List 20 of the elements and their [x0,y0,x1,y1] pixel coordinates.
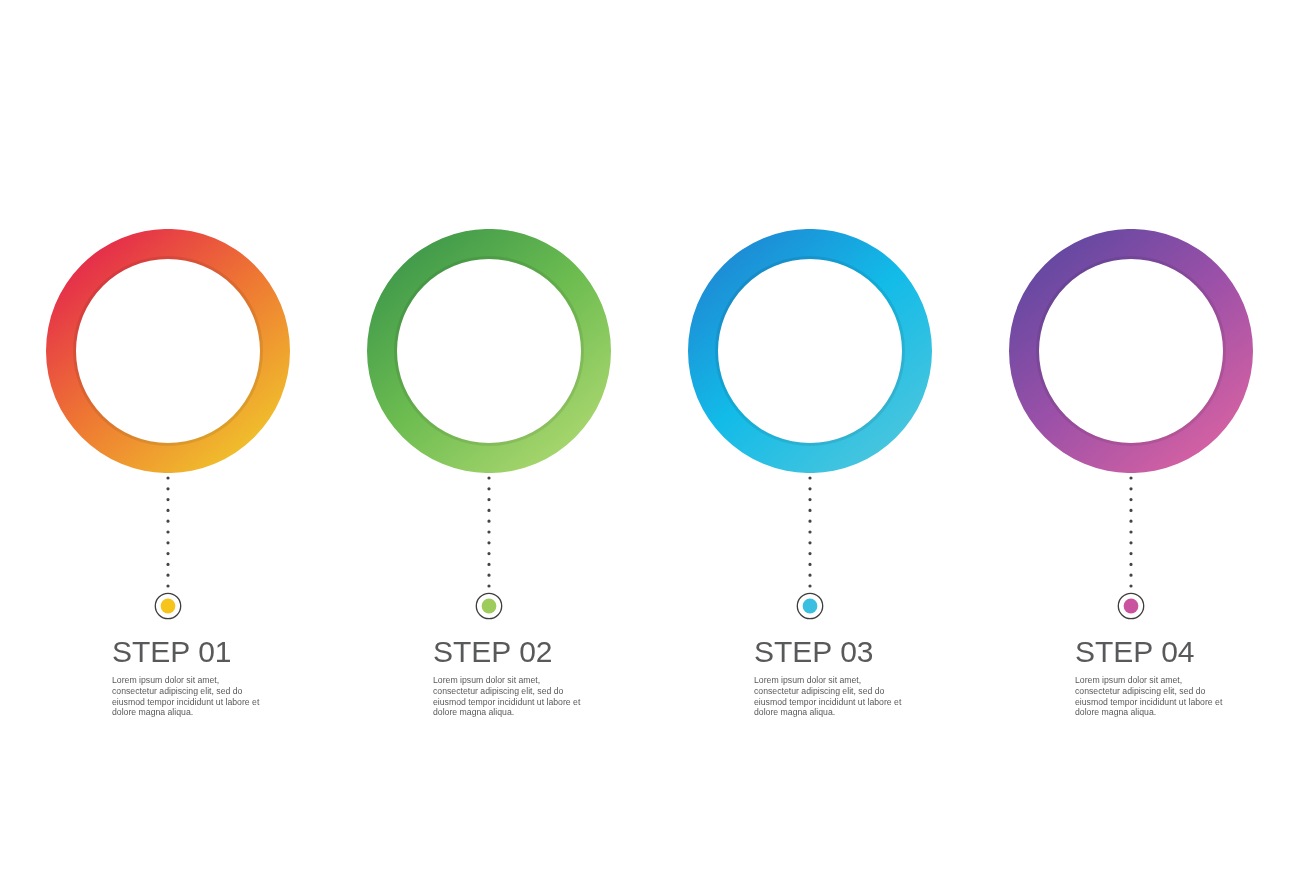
description-text: Lorem ipsum dolor sit amet, consectetur adipiscing elit, sed do eiusmod tempor incididunt ut labore et dolore magna aliqua. [1075,675,1224,719]
dotted-line [166,476,170,590]
description-text: Lorem ipsum dolor sit amet, consectetur adipiscing elit, sed do eiusmod tempor incididunt ut labore et dolore magna aliqua. [754,675,903,719]
ring [367,229,611,473]
step-heading: STEP 04 [1075,637,1195,667]
dot-marker [796,592,824,620]
dot-marker [154,592,182,620]
step-heading: STEP 03 [754,637,874,667]
ring [688,229,932,473]
dotted-line [1129,476,1133,590]
description-text: Lorem ipsum dolor sit amet, consectetur adipiscing elit, sed do eiusmod tempor incididunt ut labore et dolore magna aliqua. [112,675,261,719]
dot-marker [475,592,503,620]
dotted-line [808,476,812,590]
dotted-line [487,476,491,590]
step-heading: STEP 01 [112,637,232,667]
description-text: Lorem ipsum dolor sit amet, consectetur adipiscing elit, sed do eiusmod tempor incididunt ut labore et dolore magna aliqua. [433,675,582,719]
step-heading: STEP 02 [433,637,553,667]
ring [46,229,290,473]
dot-marker [1117,592,1145,620]
ring [1009,229,1253,473]
